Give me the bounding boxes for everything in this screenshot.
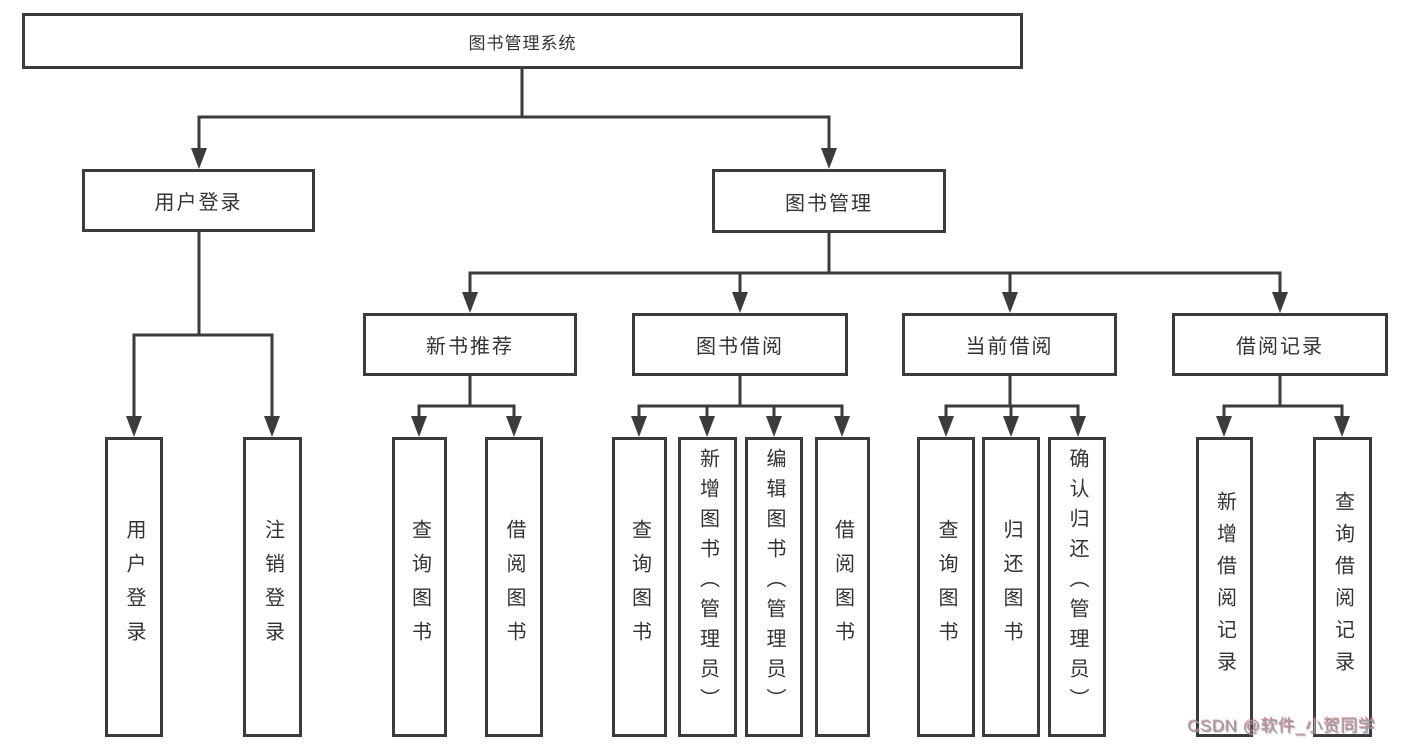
node-label: 图书管理: [785, 192, 873, 215]
node-current-borrowing: 当前借阅: [902, 313, 1117, 376]
leaf-records-query-record: 查询借阅记录: [1313, 437, 1372, 737]
leaf-label: 查询图书: [935, 519, 957, 655]
leaf-label: 用户登录: [123, 519, 145, 655]
leaf-user-login: 用户登录: [105, 437, 163, 737]
node-label: 当前借阅: [965, 336, 1054, 358]
node-user-login: 用户登录: [82, 169, 315, 232]
node-borrowing-records: 借阅记录: [1172, 313, 1388, 376]
node-library-management-system: 图书管理系统: [22, 13, 1023, 69]
leaf-borrow-edit-books-admin: 编辑图书（管理员）: [745, 437, 803, 737]
node-label: 借阅记录: [1236, 336, 1324, 358]
leaf-recommend-borrow-books: 借阅图书: [485, 437, 543, 737]
leaf-label: 查询图书: [628, 519, 651, 655]
node-book-borrowing: 图书借阅: [632, 313, 848, 376]
leaf-label: 新增图书（管理员）: [696, 448, 719, 718]
leaf-borrow-borrow-books: 借阅图书: [815, 437, 870, 737]
leaf-label: 新增借阅记录: [1213, 491, 1236, 683]
leaf-label: 查询图书: [408, 519, 431, 655]
leaf-current-confirm-return-admin: 确认归还（管理员）: [1048, 437, 1106, 737]
node-new-book-recommend: 新书推荐: [363, 313, 577, 376]
leaf-label: 归还图书: [1000, 519, 1022, 655]
leaf-label: 注销登录: [261, 519, 284, 655]
leaf-label: 查询借阅记录: [1331, 491, 1354, 683]
leaf-label: 确认归还（管理员）: [1066, 448, 1088, 718]
leaf-logout: 注销登录: [243, 437, 302, 737]
leaf-label: 编辑图书（管理员）: [763, 448, 785, 718]
csdn-watermark: CSDN @软件_小贺同学: [1188, 717, 1377, 736]
leaf-records-add-record: 新增借阅记录: [1196, 437, 1253, 737]
leaf-label: 借阅图书: [503, 519, 525, 655]
node-book-management: 图书管理: [712, 169, 946, 233]
leaf-current-query-books: 查询图书: [917, 437, 975, 737]
node-label: 新书推荐: [426, 336, 514, 358]
node-label: 图书借阅: [696, 336, 784, 358]
leaf-borrow-add-books-admin: 新增图书（管理员）: [678, 437, 737, 737]
leaf-recommend-query-books: 查询图书: [392, 437, 447, 737]
node-label: 用户登录: [154, 192, 243, 214]
leaf-borrow-query-books: 查询图书: [612, 437, 667, 737]
leaf-label: 借阅图书: [831, 519, 854, 655]
node-label: 图书管理系统: [468, 33, 577, 53]
leaf-current-return-books: 归还图书: [982, 437, 1040, 737]
